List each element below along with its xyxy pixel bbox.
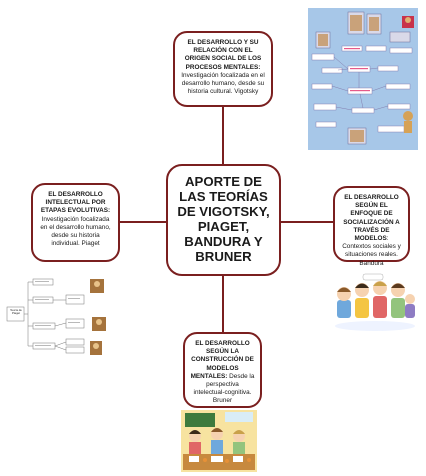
- vigotsky-node-body: Investigación focalizada en el desarroll…: [181, 71, 265, 96]
- bandura-children-image: [333, 270, 417, 332]
- piaget-node: EL DESARROLLO INTELECTUAL POR ETAPAS EVO…: [31, 183, 120, 262]
- bandura-node-body: : Contextos sociales y situaciones reale…: [342, 234, 401, 267]
- bandura-node: EL DESARROLLO SEGÚN EL ENFOQUE DE SOCIAL…: [333, 186, 410, 267]
- bruner-node-heading: EL DESARROLLO SEGÚN LA CONSTRUCCIÓN DE M…: [190, 340, 254, 380]
- bandura-node-heading: EL DESARROLLO SEGÚN EL ENFOQUE DE SOCIAL…: [343, 194, 400, 242]
- vigotsky-node: EL DESARROLLO Y SU RELACIÓN CON EL ORIGE…: [173, 31, 273, 107]
- vygotsky-mindmap-image: [308, 8, 418, 150]
- vigotsky-node-heading: EL DESARROLLO Y SU RELACIÓN CON EL ORIGE…: [184, 39, 262, 71]
- piaget-diagram-center-label: Teoría de Piaget: [10, 308, 22, 316]
- bruner-node-body: Desde la perspectiva intelectual-cogniti…: [193, 372, 255, 405]
- piaget-diagram-image: Teoría de Piaget: [6, 277, 114, 357]
- piaget-node-body: Investigación focalizada en el desarroll…: [40, 215, 111, 248]
- bruner-node: EL DESARROLLO SEGÚN LA CONSTRUCCIÓN DE M…: [183, 332, 262, 408]
- central-topic-title: APORTE DE LAS TEORÍAS DE VIGOTSKY, PIAGE…: [177, 174, 270, 264]
- bruner-classroom-image: [181, 410, 257, 472]
- central-topic-node: APORTE DE LAS TEORÍAS DE VIGOTSKY, PIAGE…: [166, 164, 281, 276]
- piaget-node-heading: EL DESARROLLO INTELECTUAL POR ETAPAS EVO…: [40, 191, 111, 215]
